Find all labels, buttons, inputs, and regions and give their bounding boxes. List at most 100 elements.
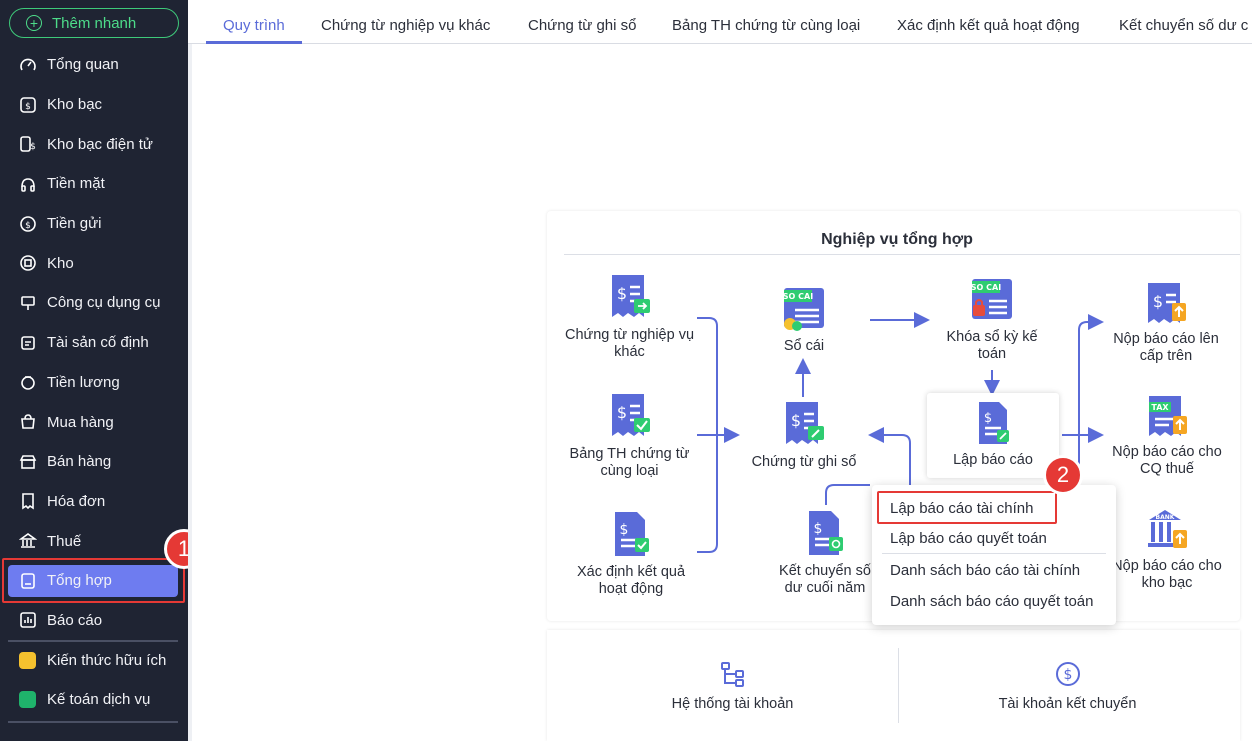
- svg-text:TAX: TAX: [1151, 403, 1169, 412]
- e-treasury-icon: $: [18, 135, 37, 154]
- cash-icon: [18, 174, 37, 193]
- svg-text:$: $: [1063, 667, 1072, 683]
- node-label: Bảng TH chứng từ cùng loại: [569, 446, 690, 479]
- node-create-report[interactable]: $ Lập báo cáo: [936, 400, 1050, 469]
- quick-add-label: Thêm nhanh: [52, 14, 137, 32]
- transfer-accounts-button[interactable]: $ Tài khoản kết chuyển: [975, 660, 1160, 713]
- sidebar-item-payroll[interactable]: Tiền lương: [0, 363, 188, 403]
- table-voucher-icon: $: [611, 394, 650, 436]
- submit-superior-icon: $: [1148, 283, 1186, 323]
- svg-text:$: $: [616, 403, 626, 422]
- sidebar: + Thêm nhanh Tổng quan $ Kho bạc $ Kho b…: [0, 0, 188, 741]
- node-carry-forward[interactable]: $ Kết chuyển số dư cuối năm: [770, 509, 880, 597]
- svg-text:$: $: [791, 411, 801, 430]
- node-submit-tax[interactable]: TAX Nộp báo cáo cho CQ thuế: [1110, 394, 1224, 478]
- node-other-vouchers[interactable]: $ Chứng từ nghiệp vụ khác: [562, 273, 697, 361]
- node-submit-treasury[interactable]: BANK Nộp báo cáo cho kho bạc: [1110, 508, 1224, 592]
- node-determine-results[interactable]: $ Xác định kết quả hoạt động: [562, 510, 700, 598]
- svg-text:SO CAI: SO CAI: [971, 283, 1001, 292]
- bottom-separator: [898, 648, 899, 723]
- sidebar-item-summary[interactable]: Tổng hợp: [0, 561, 188, 601]
- node-lock-period[interactable]: SO CAI Khóa sổ kỳ kế toán: [936, 277, 1048, 363]
- sidebar-item-report[interactable]: Báo cáo: [0, 601, 188, 641]
- tree-structure-icon: [720, 662, 744, 687]
- node-label: Chứng từ nghiệp vụ khác: [564, 327, 695, 360]
- highlight-box-1: [2, 558, 185, 603]
- menu-item-create-settlement-report[interactable]: Lập báo cáo quyết toán: [890, 530, 1047, 547]
- sidebar-item-label: Bán hàng: [47, 453, 112, 471]
- ledger-book-icon: SO CAI: [783, 288, 824, 331]
- active-highlight: [8, 564, 178, 597]
- sales-icon: [18, 452, 37, 471]
- result-document-icon: $: [615, 512, 649, 556]
- card-title: Nghiệp vụ tổng hợp: [821, 231, 973, 248]
- report-dropdown-menu: Lập báo cáo tài chính Lập báo cáo quyết …: [872, 485, 1116, 625]
- sidebar-item-knowledge[interactable]: Kiến thức hữu ích: [0, 640, 188, 680]
- sidebar-item-tax[interactable]: Thuế: [0, 521, 188, 561]
- tab-ledger-vouchers[interactable]: Chứng từ ghi sổ: [528, 17, 637, 34]
- transfer-accounts-label: Tài khoản kết chuyển: [998, 696, 1137, 712]
- node-ledger-vouchers[interactable]: $ Chứng từ ghi sổ: [745, 400, 863, 471]
- sidebar-item-cash[interactable]: Tiền mặt: [0, 164, 188, 204]
- node-ledger[interactable]: SO CAI Sổ cái: [760, 286, 848, 355]
- quick-add-button[interactable]: + Thêm nhanh: [9, 8, 179, 38]
- submit-bank-icon: BANK: [1148, 510, 1187, 548]
- bottom-card: [547, 630, 1240, 741]
- sidebar-item-label: Thuế: [47, 532, 82, 550]
- node-label: Nộp báo cáo cho kho bạc: [1112, 558, 1222, 591]
- node-label: Chứng từ ghi sổ: [751, 454, 857, 470]
- sidebar-item-overview[interactable]: Tổng quan: [0, 45, 188, 85]
- tab-other-vouchers[interactable]: Chứng từ nghiệp vụ khác: [321, 17, 491, 34]
- sidebar-divider: [8, 640, 178, 642]
- ledger-voucher-icon: $: [786, 402, 824, 444]
- tab-determine-results[interactable]: Xác định kết quả hoạt động: [897, 17, 1080, 34]
- invoice-icon: [18, 492, 37, 511]
- sidebar-item-label: Tổng quan: [47, 56, 119, 74]
- sidebar-divider: [8, 721, 178, 723]
- sidebar-item-fixed-assets[interactable]: Tài sản cố định: [0, 323, 188, 363]
- menu-item-settlement-report-list[interactable]: Danh sách báo cáo quyết toán: [890, 593, 1094, 610]
- node-label: Khóa sổ kỳ kế toán: [946, 329, 1038, 362]
- sidebar-item-sales[interactable]: Bán hàng: [0, 442, 188, 482]
- menu-item-create-financial-report[interactable]: Lập báo cáo tài chính: [890, 500, 1034, 517]
- callout-badge-2: 2: [1043, 455, 1083, 495]
- sidebar-item-label: Tiền mặt: [47, 175, 105, 193]
- tax-icon: [18, 532, 37, 551]
- report-icon: [18, 611, 37, 630]
- carry-forward-icon: $: [809, 511, 843, 555]
- sidebar-item-invoice[interactable]: Hóa đơn: [0, 482, 188, 522]
- sidebar-item-accounting-service[interactable]: Kế toán dịch vụ: [0, 680, 188, 720]
- knowledge-icon: [18, 651, 37, 670]
- sidebar-item-warehouse[interactable]: Kho: [0, 243, 188, 283]
- purchase-icon: [18, 413, 37, 432]
- dashboard-icon: [18, 55, 37, 74]
- sidebar-item-label: Kế toán dịch vụ: [47, 691, 151, 709]
- tab-bar: Quy trình Chứng từ nghiệp vụ khác Chứng …: [188, 0, 1252, 44]
- node-label: Xác định kết quả hoạt động: [576, 564, 686, 597]
- sidebar-item-label: Kho: [47, 254, 74, 272]
- sidebar-item-label: Tổng hợp: [47, 572, 112, 590]
- sidebar-item-deposit[interactable]: $ Tiền gửi: [0, 204, 188, 244]
- menu-item-financial-report-list[interactable]: Danh sách báo cáo tài chính: [890, 562, 1081, 579]
- node-submit-superior[interactable]: $ Nộp báo cáo lên cấp trên: [1104, 281, 1228, 365]
- node-label: Nộp báo cáo lên cấp trên: [1113, 331, 1219, 364]
- sidebar-item-label: Báo cáo: [47, 611, 103, 629]
- tab-summary-table[interactable]: Bảng TH chứng từ cùng loại: [672, 17, 861, 34]
- account-system-button[interactable]: Hệ thống tài khoản: [640, 660, 825, 713]
- node-summary-table[interactable]: $ Bảng TH chứng từ cùng loại: [562, 392, 697, 480]
- summary-icon: [18, 571, 37, 590]
- accounting-service-icon: [18, 690, 37, 709]
- svg-text:$: $: [620, 522, 629, 538]
- svg-text:$: $: [984, 411, 992, 426]
- sidebar-item-label: Hóa đơn: [47, 492, 106, 510]
- treasury-icon: $: [18, 95, 37, 114]
- sidebar-item-e-treasury[interactable]: $ Kho bạc điện tử: [0, 124, 188, 164]
- node-label: Sổ cái: [783, 338, 825, 354]
- node-label: Nộp báo cáo cho CQ thuế: [1112, 444, 1222, 477]
- sidebar-item-purchase[interactable]: Mua hàng: [0, 402, 188, 442]
- tab-carry-forward[interactable]: Kết chuyển số dư c: [1119, 17, 1249, 34]
- tab-process[interactable]: Quy trình: [223, 17, 285, 34]
- sidebar-item-tools[interactable]: Công cụ dụng cụ: [0, 283, 188, 323]
- node-label: Kết chuyển số dư cuối năm: [779, 563, 871, 596]
- sidebar-item-treasury[interactable]: $ Kho bạc: [0, 85, 188, 125]
